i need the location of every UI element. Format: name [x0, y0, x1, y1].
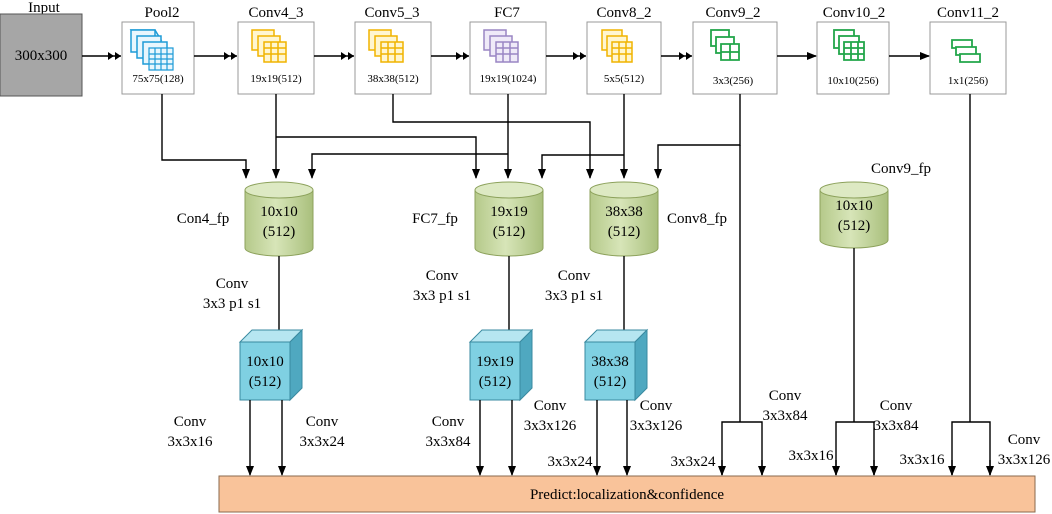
- head-label: 3x3x126: [998, 452, 1051, 468]
- green-feature-maps-icon: [833, 29, 865, 61]
- conv-op-line1: Conv: [558, 268, 591, 284]
- stage-conv5-3: Conv5_3 38x38(512): [354, 5, 432, 95]
- cylinder-line2: (512): [263, 224, 296, 240]
- head-label: 3x3x24: [548, 454, 594, 470]
- cube-line1: 10x10: [246, 354, 284, 370]
- head-label: 3x3x126: [524, 418, 577, 434]
- stage-size: 38x38(512): [367, 73, 419, 85]
- cylinder-line1: 10x10: [835, 198, 873, 214]
- stage-name: Conv4_3: [248, 5, 303, 21]
- head-labels: Conv 3x3x16 Conv 3x3x24 Conv 3x3x84 Conv…: [168, 388, 1051, 470]
- green-feature-maps-icon: [710, 29, 740, 61]
- green-feature-maps-icon: [951, 39, 981, 63]
- head-label: Conv: [769, 388, 802, 404]
- stage-size: 19x19(1024): [480, 73, 537, 85]
- cylinder-line1: 38x38: [605, 204, 643, 220]
- cube-line2: (512): [594, 374, 627, 390]
- conv-op-line1: Conv: [426, 268, 459, 284]
- fusion-name: Conv9_fp: [871, 161, 931, 177]
- stage-name: Conv10_2: [823, 5, 886, 21]
- stage-conv9-2: Conv9_2 3x3(256): [692, 5, 778, 95]
- head-label: 3x3x16: [168, 434, 214, 450]
- predict-bar: Predict:localization&confidence: [218, 475, 1036, 513]
- stage-size: 1x1(256): [948, 75, 989, 87]
- conv-op-line2: 3x3 p1 s1: [413, 288, 471, 304]
- yellow-feature-maps-icon: [368, 29, 404, 63]
- stage-size: 10x10(256): [827, 75, 879, 87]
- fusion-fc7-fp: 19x19 (512) FC7_fp: [412, 181, 544, 257]
- cylinder-line2: (512): [493, 224, 526, 240]
- stage-size: 3x3(256): [713, 75, 754, 87]
- head-label: 3x3x24: [300, 434, 346, 450]
- head-label: Conv: [1008, 432, 1041, 448]
- cylinder-line2: (512): [608, 224, 641, 240]
- stage-pool2: Pool2 75x75(128): [121, 5, 195, 95]
- conv-op-3: Conv 3x3 p1 s1: [545, 268, 603, 304]
- yellow-feature-maps-icon: [601, 29, 633, 63]
- conv-op-line1: Conv: [216, 276, 249, 292]
- head-label: 3x3x126: [630, 418, 683, 434]
- input-size: 300x300: [15, 48, 68, 64]
- head-label: 3x3x84: [874, 418, 920, 434]
- cube-3: 38x38 (512): [583, 328, 649, 402]
- stage-name: Conv5_3: [364, 5, 419, 21]
- fusion-conv9-fp: 10x10 (512) Conv9_fp: [819, 161, 931, 249]
- fusion-name: FC7_fp: [412, 211, 458, 227]
- head-label: Conv: [174, 414, 207, 430]
- stage-size: 75x75(128): [132, 73, 184, 85]
- head-label: Conv: [432, 414, 465, 430]
- purple-feature-maps-icon: [483, 29, 519, 63]
- head-label: 3x3x16: [789, 448, 835, 464]
- stage-name: Conv11_2: [937, 5, 999, 21]
- cylinder-line2: (512): [838, 218, 871, 234]
- stage-conv10-2: Conv10_2 10x10(256): [816, 5, 890, 95]
- stage-name: Pool2: [144, 5, 179, 21]
- stage-size: 19x19(512): [250, 73, 302, 85]
- head-label: Conv: [534, 398, 567, 414]
- stage-fc7: FC7 19x19(1024): [469, 5, 547, 95]
- stage-conv11-2: Conv11_2 1x1(256): [929, 5, 1007, 95]
- predict-label: Predict:localization&confidence: [530, 487, 724, 503]
- fusion-con4-fp: 10x10 (512) Con4_fp: [177, 181, 314, 257]
- conv-op-2: Conv 3x3 p1 s1: [413, 268, 471, 304]
- head-label: 3x3x24: [671, 454, 717, 470]
- head-label: 3x3x84: [426, 434, 472, 450]
- stage-name: Conv9_2: [705, 5, 760, 21]
- stage-conv8-2: Conv8_2 5x5(512): [586, 5, 662, 95]
- input-label: Input: [28, 0, 60, 16]
- head-arrows: [246, 400, 994, 476]
- cylinder-line1: 19x19: [490, 204, 528, 220]
- cube-1: 10x10 (512): [238, 328, 304, 402]
- head-label: Conv: [640, 398, 673, 414]
- routing-lines: [161, 94, 971, 422]
- fusion-name: Conv8_fp: [667, 211, 727, 227]
- input-block: Input 300x300: [0, 0, 83, 97]
- head-label: 3x3x16: [900, 452, 946, 468]
- head-label: 3x3x84: [763, 408, 809, 424]
- blue-feature-maps-icon: [129, 29, 174, 71]
- conv-op-1: Conv 3x3 p1 s1: [203, 276, 261, 312]
- stage-name: FC7: [494, 5, 520, 21]
- head-label: Conv: [880, 398, 913, 414]
- cube-line1: 19x19: [476, 354, 514, 370]
- stage-conv4-3: Conv4_3 19x19(512): [237, 5, 315, 95]
- cube-line2: (512): [249, 374, 282, 390]
- fusion-conv8-fp: 38x38 (512) Conv8_fp: [589, 181, 727, 257]
- stage-name: Conv8_2: [596, 5, 651, 21]
- cylinder-line1: 10x10: [260, 204, 298, 220]
- fusion-name: Con4_fp: [177, 211, 230, 227]
- cylinder-to-cube-arrows: [275, 248, 855, 422]
- conv-op-line2: 3x3 p1 s1: [203, 296, 261, 312]
- input-box: [0, 13, 83, 97]
- yellow-feature-maps-icon: [251, 29, 287, 63]
- cube-2: 19x19 (512): [468, 328, 534, 402]
- stage-size: 5x5(512): [604, 73, 645, 85]
- cube-line1: 38x38: [591, 354, 629, 370]
- cube-line2: (512): [479, 374, 512, 390]
- head-label: Conv: [306, 414, 339, 430]
- conv-op-line2: 3x3 p1 s1: [545, 288, 603, 304]
